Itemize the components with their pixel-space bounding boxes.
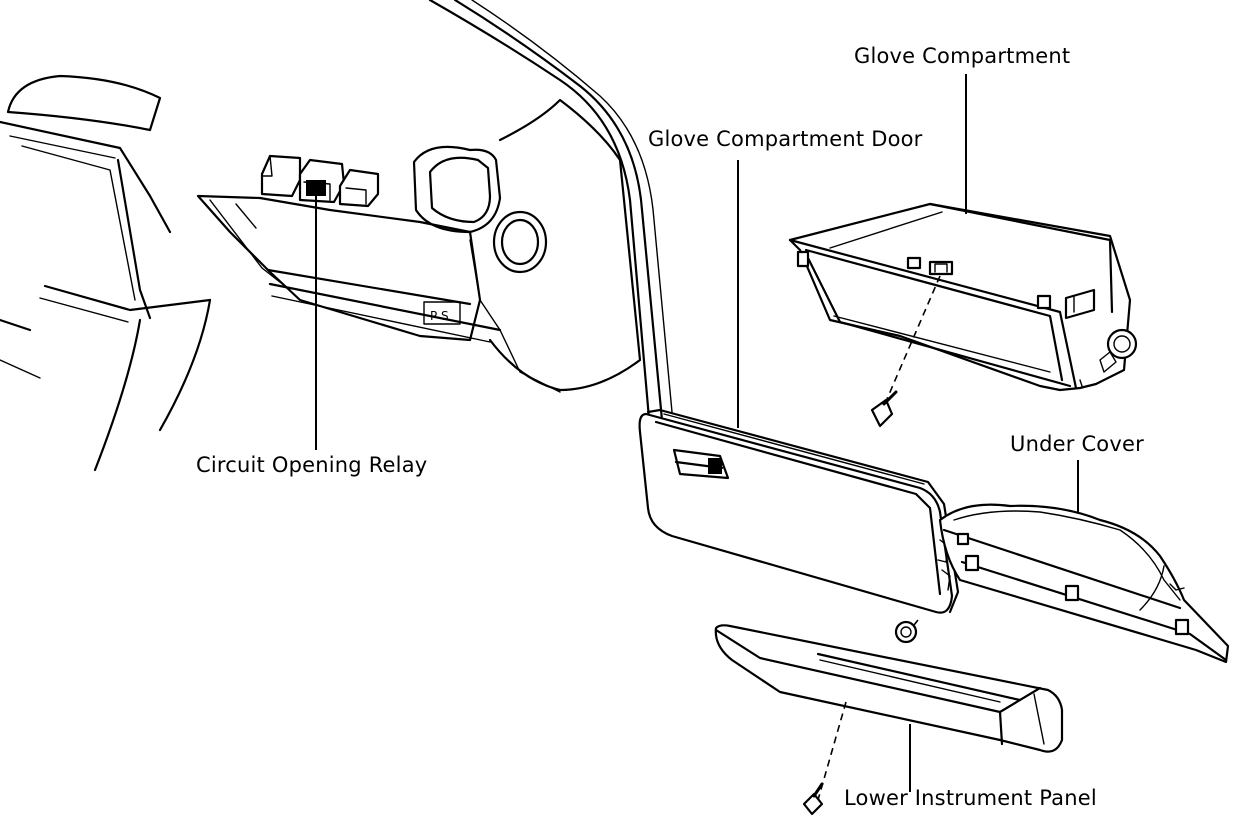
relay-block [260, 154, 380, 208]
screw-glove-compartment [870, 390, 898, 428]
leader-lines [315, 74, 1079, 792]
glove-compartment-door-part [638, 408, 960, 614]
svg-text:P S: P S [430, 309, 449, 323]
lower-instrument-panel-part [714, 624, 1064, 816]
label-lower-instrument-panel: Lower Instrument Panel [844, 786, 1097, 810]
under-cover-part [938, 503, 1230, 664]
screw-lower-panel [802, 782, 824, 816]
clip-fastener [894, 619, 919, 644]
label-glove-compartment-door: Glove Compartment Door [648, 127, 923, 151]
label-glove-compartment: Glove Compartment [854, 44, 1071, 68]
label-under-cover: Under Cover [1010, 432, 1144, 456]
glove-compartment-part [788, 202, 1138, 428]
dashboard-illustration: P S [0, 0, 673, 472]
label-circuit-opening-relay: Circuit Opening Relay [196, 453, 428, 477]
